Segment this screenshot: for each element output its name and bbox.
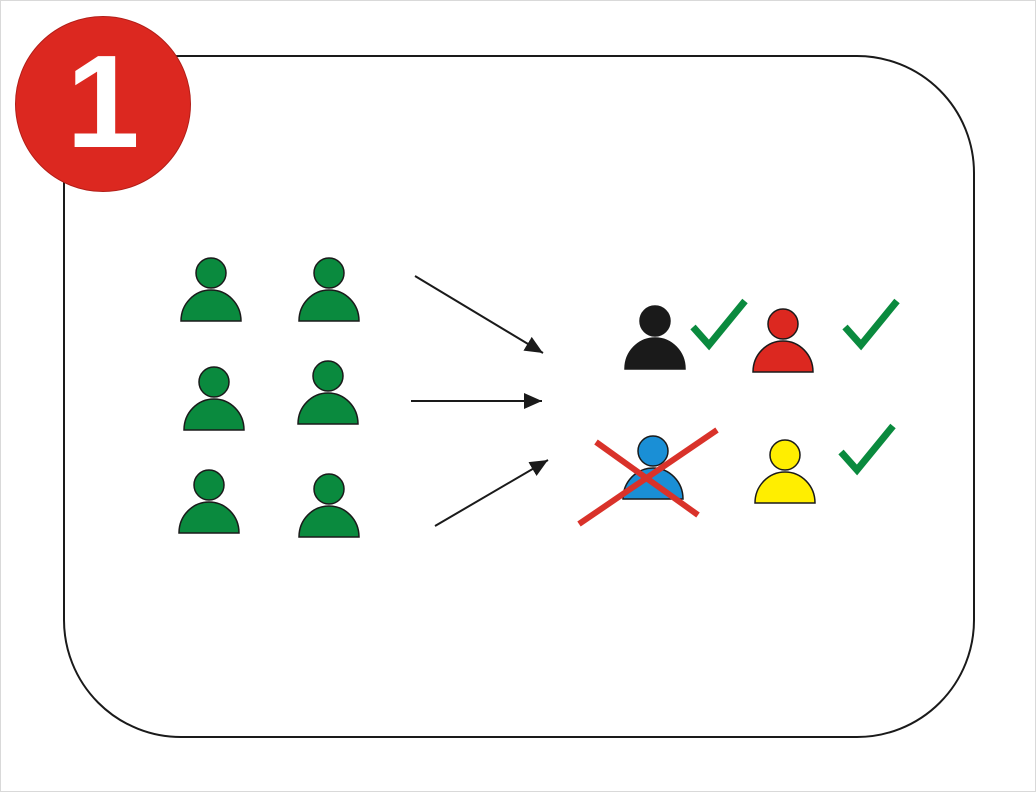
candidate-person-icon xyxy=(298,257,360,322)
step-badge: 1 xyxy=(15,16,191,192)
checkmark-icon xyxy=(690,298,748,351)
candidate-group xyxy=(178,257,360,538)
checkmark-icon xyxy=(838,423,896,476)
arrow-icon xyxy=(434,459,549,527)
arrow-group xyxy=(411,275,549,527)
checkmark-icon xyxy=(842,298,900,351)
candidate-person-icon xyxy=(298,473,360,538)
red-person-icon xyxy=(752,308,814,373)
selected-group xyxy=(577,298,900,527)
step-number: 1 xyxy=(66,28,140,175)
cross-icon xyxy=(577,427,719,527)
candidate-person-icon xyxy=(297,360,359,425)
yellow-person-icon xyxy=(754,439,816,504)
arrow-icon xyxy=(414,275,544,354)
black-person-icon xyxy=(624,305,686,370)
candidate-person-icon xyxy=(180,257,242,322)
candidate-person-icon xyxy=(183,366,245,431)
candidate-person-icon xyxy=(178,469,240,534)
